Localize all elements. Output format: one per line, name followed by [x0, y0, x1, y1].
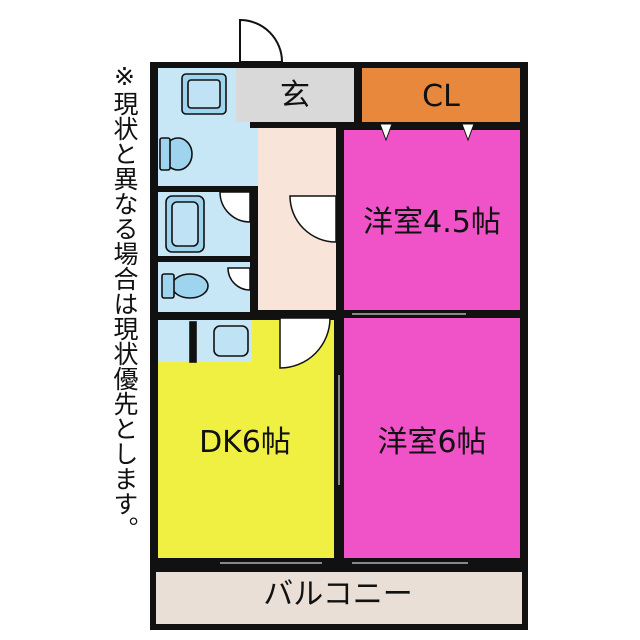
western-room-small	[344, 130, 520, 310]
balcony	[156, 572, 522, 624]
closet	[362, 68, 520, 122]
dk-label: DK6帖	[199, 425, 291, 460]
front-door	[239, 18, 284, 63]
western-room-small-label: 洋室4.5帖	[363, 205, 501, 240]
note-text: ※現状と異なる場合は現状優先とします。	[110, 62, 139, 541]
entrance-label: 玄	[280, 78, 310, 113]
dk-room	[158, 362, 334, 558]
entrance	[236, 68, 354, 122]
western-room-large-label: 洋室6帖	[377, 425, 486, 460]
closet-label: CL	[422, 79, 460, 114]
western-room-large	[344, 318, 520, 558]
washroom-ext	[250, 128, 258, 186]
closet-door-marks	[379, 122, 475, 142]
balcony-label: バルコニー	[263, 577, 412, 612]
fixtures	[159, 73, 249, 363]
interior-doors	[219, 191, 337, 369]
